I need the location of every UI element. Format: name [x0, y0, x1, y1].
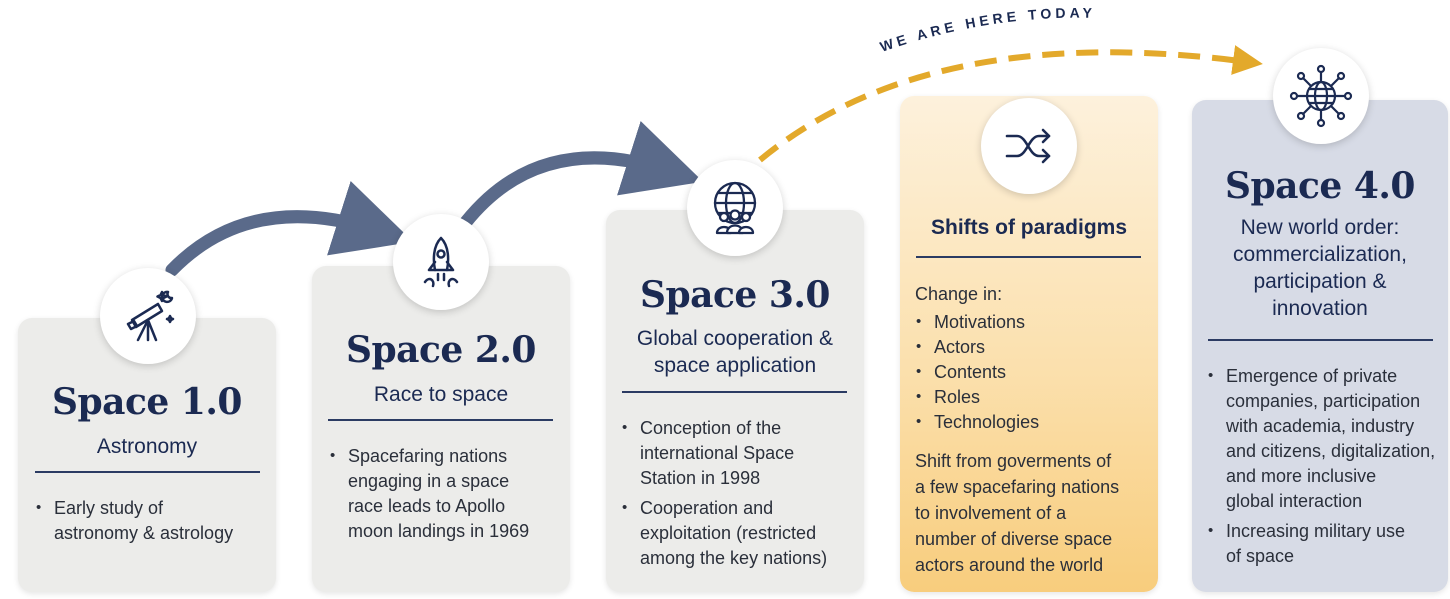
- bullet-line: Conception of the: [640, 418, 782, 438]
- shifts-intro: Change in:: [915, 284, 1003, 304]
- list-item: Motivations: [912, 309, 1142, 335]
- subtitle-line: Global cooperation &: [636, 327, 834, 350]
- summary-line: to involvement of a: [915, 503, 1067, 523]
- bullet-line: companies, participation: [1226, 391, 1421, 411]
- bullet-line: astronomy & astrology: [54, 523, 234, 543]
- bullet-line: Spacefaring nations: [348, 446, 508, 466]
- space-2-title: Space 2.0: [346, 329, 536, 371]
- bullet-line: race leads to Apollo: [348, 496, 506, 516]
- bullet-line: Early study of: [54, 498, 164, 518]
- bullet-line: Cooperation and: [640, 498, 774, 518]
- space-3-title: Space 3.0: [640, 274, 830, 316]
- list-item: Spacefaring nations engaging in a space …: [326, 443, 564, 544]
- bullet-line: international Space: [640, 443, 795, 463]
- bullet-line: and more inclusive: [1226, 466, 1377, 486]
- list-item: Emergence of private companies, particip…: [1204, 363, 1444, 514]
- list-item: Early study of astronomy & astrology: [32, 495, 270, 546]
- bullet-line: Station in 1998: [640, 468, 761, 488]
- bullet-line: global interaction: [1226, 491, 1363, 511]
- list-item: Conception of the international Space St…: [618, 415, 860, 491]
- summary-line: actors around the world: [915, 555, 1104, 575]
- subtitle-line: commercialization,: [1233, 243, 1407, 266]
- dashed-arrow-3-to-4: [758, 45, 1263, 163]
- divider: [622, 391, 847, 393]
- space-4-subtitle: New world order: commercialization, part…: [1192, 214, 1448, 322]
- shifts-title: Shifts of paradigms: [930, 216, 1128, 239]
- globe-people-icon: [687, 160, 783, 256]
- subtitle-line: innovation: [1272, 297, 1368, 320]
- space-2-bullets: Spacefaring nations engaging in a space …: [326, 443, 564, 549]
- list-item: Technologies: [912, 409, 1142, 435]
- divider: [916, 256, 1141, 258]
- list-item: Cooperation and exploitation (restricted…: [618, 495, 860, 571]
- bullet-line: of space: [1226, 546, 1295, 566]
- list-item: Actors: [912, 334, 1142, 360]
- subtitle-line: participation &: [1253, 270, 1387, 293]
- rocket-icon: [393, 214, 489, 310]
- bullet-line: Emergence of private: [1226, 366, 1398, 386]
- space-1-bullets: Early study of astronomy & astrology: [32, 495, 270, 551]
- divider: [1208, 339, 1433, 341]
- bullet-line: and citizens, digitalization,: [1226, 441, 1436, 461]
- arrow-2-to-3: [459, 121, 704, 229]
- shuffle-arrows-icon: [981, 98, 1077, 194]
- bullet-line: moon landings in 1969: [348, 521, 530, 541]
- arrow-1-to-2: [165, 181, 414, 277]
- bullet-line: Increasing military use: [1226, 521, 1406, 541]
- subtitle-line: New world order:: [1240, 216, 1400, 239]
- summary-line: Shift from goverments of: [915, 451, 1112, 471]
- network-globe-icon: [1273, 48, 1369, 144]
- space-1-title: Space 1.0: [52, 381, 242, 423]
- list-item: Contents: [912, 359, 1142, 385]
- summary-line: number of diverse space: [915, 529, 1113, 549]
- bullet-line: exploitation (restricted: [640, 523, 817, 543]
- space-1-subtitle: Astronomy: [18, 433, 276, 460]
- space-3-bullets: Conception of the international Space St…: [618, 415, 860, 576]
- divider: [35, 471, 260, 473]
- list-item: Roles: [912, 384, 1142, 410]
- bullet-line: with academia, industry: [1226, 416, 1415, 436]
- banner-text: WE ARE HERE TODAY: [878, 5, 1096, 55]
- telescope-icon: [100, 268, 196, 364]
- list-item: Increasing military use of space: [1204, 518, 1444, 569]
- shifts-list: Motivations Actors Contents Roles Techno…: [912, 309, 1142, 435]
- space-3-subtitle: Global cooperation & space application: [606, 325, 864, 379]
- space-4-bullets: Emergence of private companies, particip…: [1204, 363, 1444, 574]
- space-2-subtitle: Race to space: [312, 381, 570, 408]
- space-4-title: Space 4.0: [1225, 165, 1415, 207]
- subtitle-line: Astronomy: [96, 435, 198, 458]
- shifts-summary: Shift from goverments of a few spacefari…: [915, 448, 1151, 578]
- subtitle-line: Race to space: [373, 383, 509, 406]
- bullet-line: engaging in a space: [348, 471, 510, 491]
- bullet-line: among the key nations): [640, 548, 828, 568]
- divider: [328, 419, 553, 421]
- subtitle-line: space application: [653, 354, 817, 377]
- summary-line: a few spacefaring nations: [915, 477, 1120, 497]
